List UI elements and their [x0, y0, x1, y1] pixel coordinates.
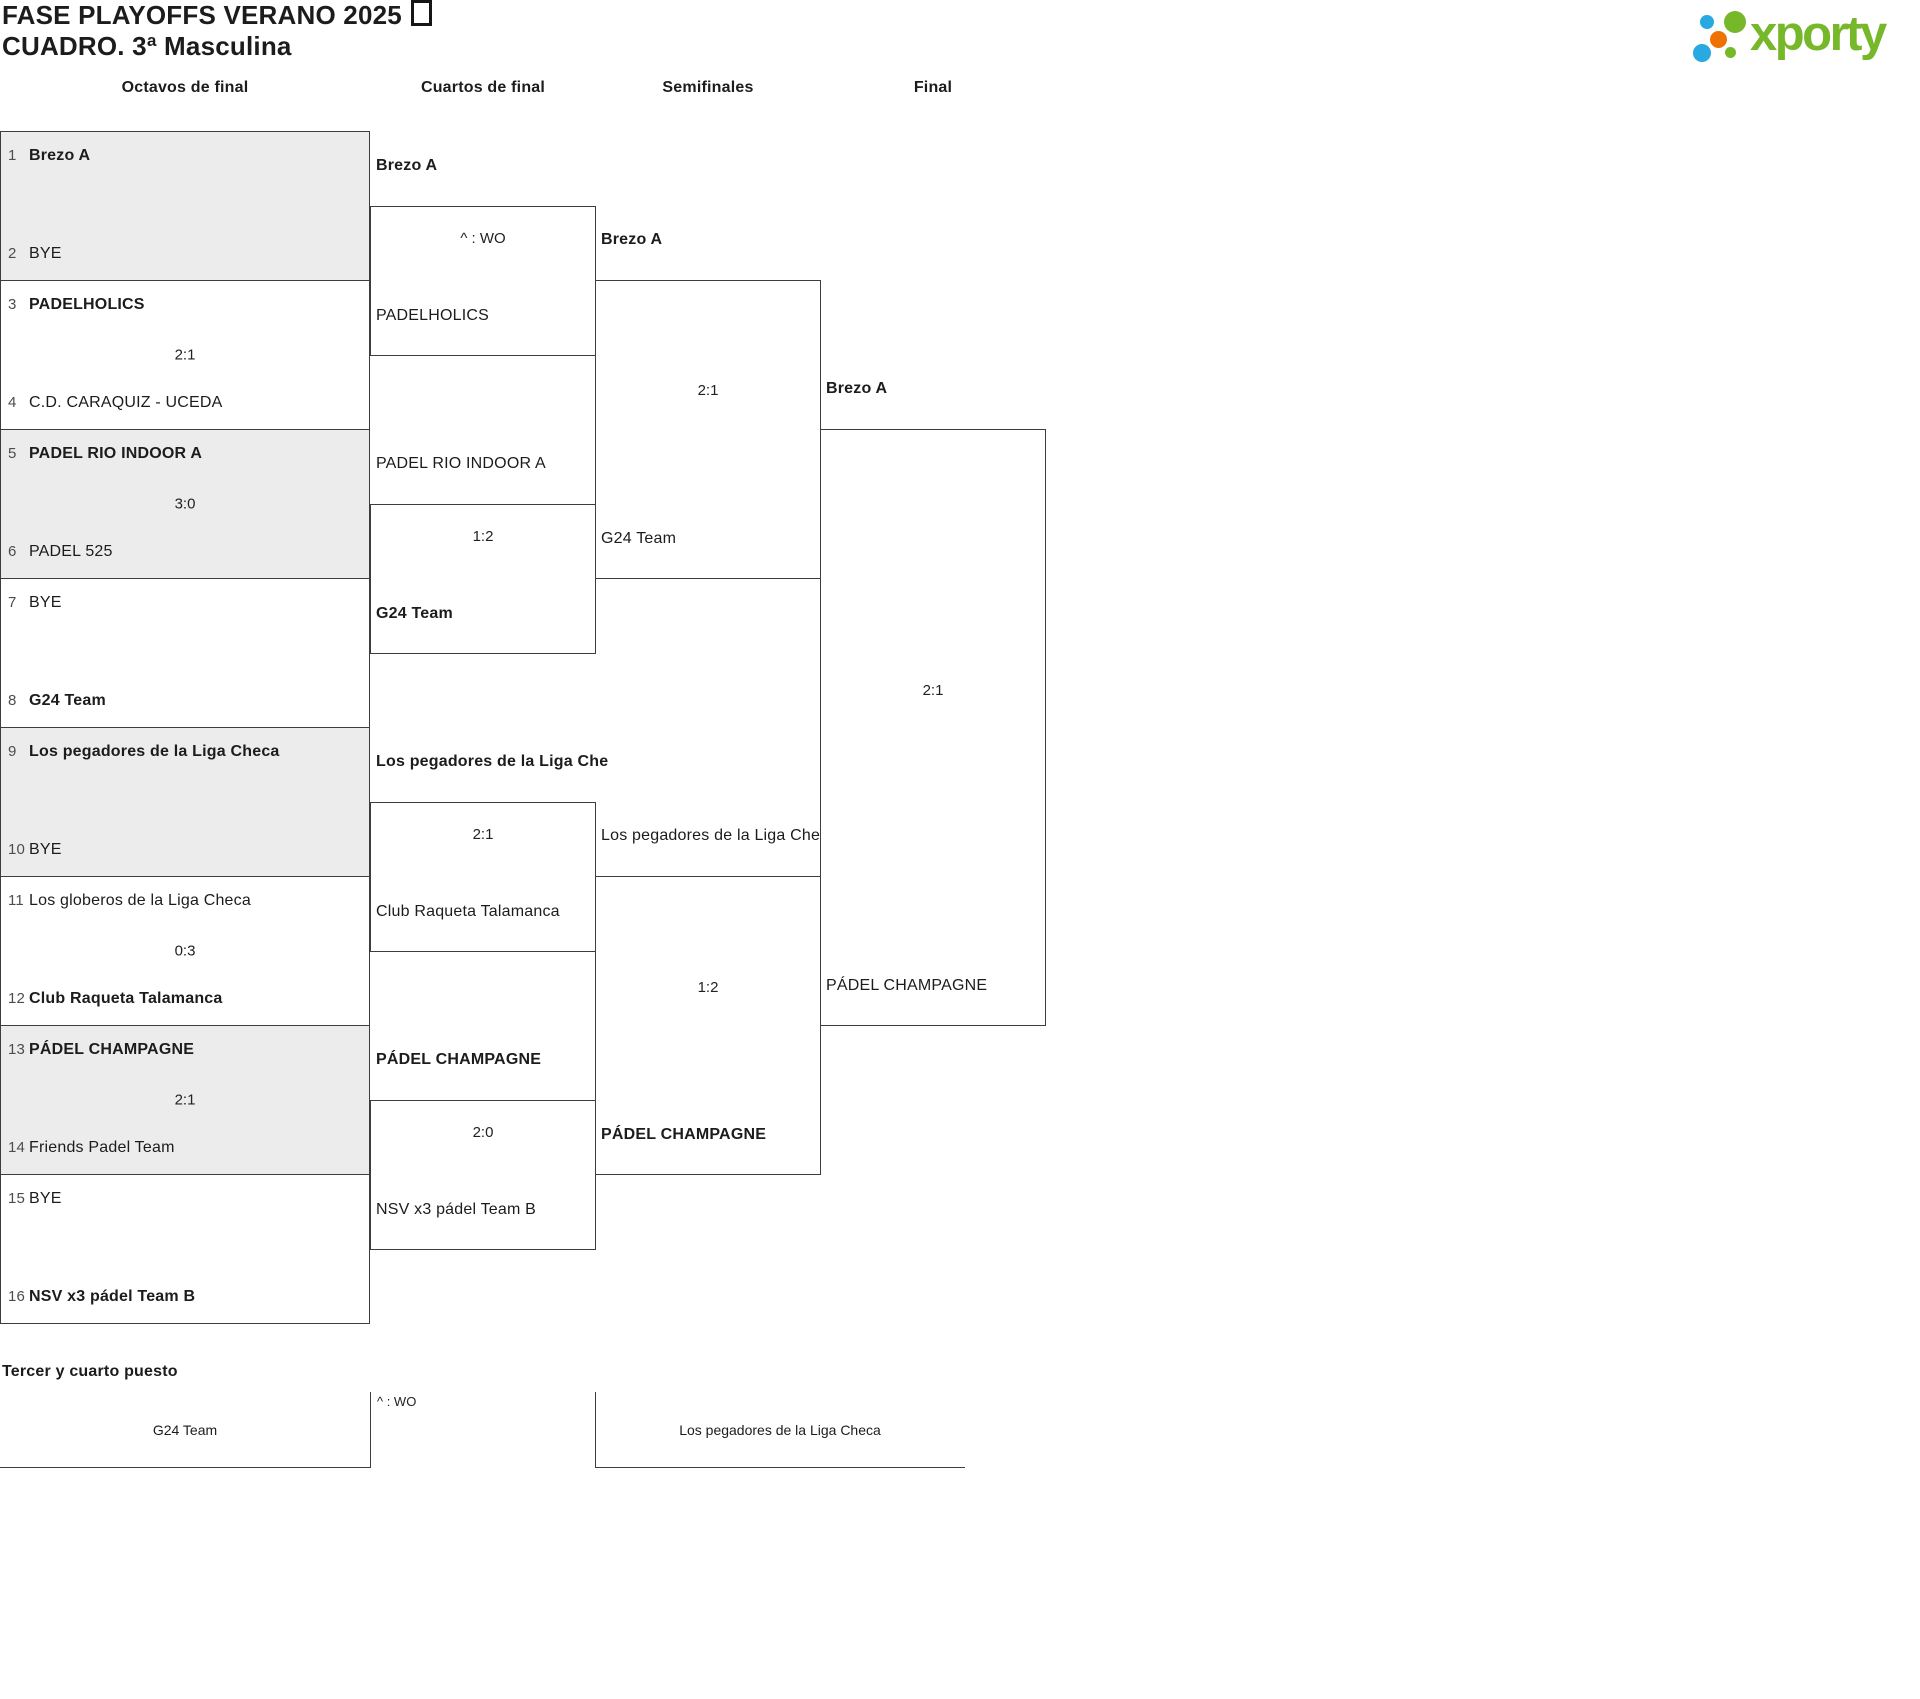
team-name: Club Raqueta Talamanca	[29, 990, 223, 1007]
match-score: 2:1	[472, 826, 494, 843]
seed-number: 13	[8, 1041, 26, 1058]
match-box-octavos-1: 1 Brezo A 2 BYE	[0, 131, 370, 281]
round-header-semifinales: Semifinales	[662, 79, 754, 96]
team-name: Los globeros de la Liga Checa	[29, 892, 251, 909]
round-header-octavos: Octavos de final	[121, 79, 249, 96]
seed-number: 6	[8, 543, 17, 560]
advancing-team-label: Club Raqueta Talamanca	[376, 903, 560, 920]
team-name: PADEL 525	[29, 543, 113, 560]
match-score: 2:1	[922, 682, 944, 699]
match-box-cuartos-1	[370, 206, 596, 356]
tournament-title: FASE PLAYOFFS VERANO 2025	[2, 0, 402, 30]
seed-number: 8	[8, 692, 17, 709]
seed-number: 14	[8, 1139, 26, 1156]
advancing-team-label: Brezo A	[376, 157, 438, 174]
advancing-team-label: PÁDEL CHAMPAGNE	[376, 1051, 542, 1068]
round-header-cuartos: Cuartos de final	[420, 79, 546, 96]
team-name: BYE	[29, 841, 62, 858]
match-box-octavos-2: 3 PADELHOLICS 2:1 4 C.D. CARAQUIZ - UCEDA	[0, 280, 370, 430]
team-name: PADELHOLICS	[29, 296, 145, 313]
team-name: BYE	[29, 1190, 62, 1207]
match-box-octavos-3: 5 PADEL RIO INDOOR A 3:0 6 PADEL 525	[0, 429, 370, 579]
missing-glyph-box	[410, 0, 432, 26]
bracket-subtitle: CUADRO. 3ª Masculina	[2, 31, 292, 61]
logo-dot-icon	[1693, 44, 1711, 62]
third-place-line-right	[595, 1467, 965, 1468]
match-score: 2:1	[174, 1091, 196, 1109]
advancing-team-label: Brezo A	[826, 380, 888, 397]
team-name: G24 Team	[29, 692, 106, 709]
match-box-cuartos-4	[370, 1100, 596, 1250]
advancing-team-label: PADEL RIO INDOOR A	[376, 455, 546, 472]
third-place-heading: Tercer y cuarto puesto	[2, 1363, 178, 1380]
advancing-team-label: PADELHOLICS	[376, 307, 490, 324]
team-name: PÁDEL CHAMPAGNE	[29, 1041, 195, 1058]
team-name: Friends Padel Team	[29, 1139, 175, 1156]
third-place-line-left	[0, 1467, 371, 1468]
team-name: C.D. CARAQUIZ - UCEDA	[29, 394, 223, 411]
match-score: 2:1	[174, 346, 196, 364]
third-place-connector-left	[370, 1392, 371, 1468]
third-place-team-left: G24 Team	[152, 1422, 218, 1438]
advancing-team-label: Los pegadores de la Liga Che	[601, 827, 821, 844]
match-score: 0:3	[174, 942, 196, 960]
match-box-octavos-4: 7 BYE 8 G24 Team	[0, 578, 370, 728]
team-name: Brezo A	[29, 147, 91, 164]
team-name: BYE	[29, 594, 62, 611]
match-score: 1:2	[472, 528, 494, 545]
advancing-team-label: PÁDEL CHAMPAGNE	[826, 977, 988, 994]
round-header-final: Final	[913, 79, 953, 96]
match-score: 3:0	[174, 495, 196, 513]
match-box-final	[820, 429, 1046, 1026]
advancing-team-label: PÁDEL CHAMPAGNE	[601, 1126, 767, 1143]
match-box-cuartos-3	[370, 802, 596, 952]
logo-dot-icon	[1724, 11, 1746, 33]
logo-wordmark: xporty	[1750, 7, 1887, 61]
seed-number: 16	[8, 1288, 26, 1305]
advancing-team-label: Brezo A	[601, 231, 663, 248]
seed-number: 15	[8, 1190, 26, 1207]
team-name: Los pegadores de la Liga Checa	[29, 743, 280, 760]
team-name: PADEL RIO INDOOR A	[29, 445, 203, 462]
seed-number: 5	[8, 445, 17, 462]
logo-dot-icon	[1700, 15, 1714, 29]
seed-number: 7	[8, 594, 17, 611]
advancing-team-label: Los pegadores de la Liga Che	[376, 753, 609, 770]
logo-dot-icon	[1725, 47, 1736, 58]
team-name: NSV x3 pádel Team B	[29, 1288, 196, 1305]
seed-number: 4	[8, 394, 17, 411]
seed-number: 3	[8, 296, 17, 313]
seed-number: 11	[8, 892, 24, 909]
match-score: 1:2	[697, 979, 719, 996]
seed-number: 10	[8, 841, 26, 858]
seed-number: 9	[8, 743, 17, 760]
advancing-team-label: G24 Team	[601, 530, 677, 547]
seed-number: 1	[8, 147, 17, 164]
third-place-score: ^ : WO	[377, 1394, 417, 1409]
advancing-team-label: G24 Team	[376, 605, 453, 622]
team-name: BYE	[29, 245, 62, 262]
advancing-team-label: NSV x3 pádel Team B	[376, 1201, 537, 1218]
logo-dot-icon	[1710, 31, 1727, 48]
match-score: 2:0	[472, 1124, 494, 1141]
third-place-connector-right	[595, 1392, 596, 1468]
xporty-logo: xporty	[1690, 0, 1920, 75]
match-score: 2:1	[697, 382, 719, 399]
page-title: FASE PLAYOFFS VERANO 2025 CUADRO. 3ª Mas…	[2, 0, 432, 62]
third-place-team-right: Los pegadores de la Liga Checa	[679, 1422, 881, 1438]
seed-number: 12	[8, 990, 26, 1007]
match-box-cuartos-2	[370, 504, 596, 654]
seed-number: 2	[8, 245, 17, 262]
match-score: ^ : WO	[460, 230, 506, 247]
